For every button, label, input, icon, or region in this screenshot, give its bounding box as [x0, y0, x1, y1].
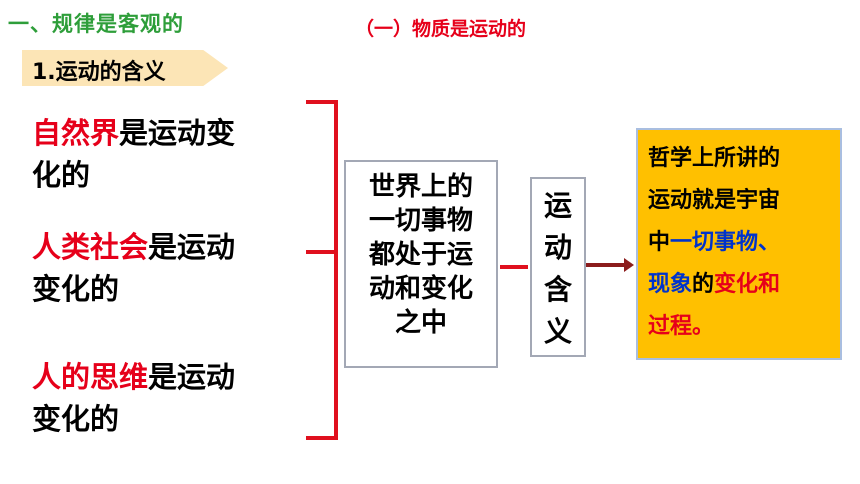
subsection-title: （一）物质是运动的	[355, 18, 527, 40]
left-item-highlight: 人的思维	[32, 360, 149, 394]
definition-highlight-blue: 一切事物、	[670, 230, 781, 255]
left-item-highlight: 人类社会	[32, 230, 149, 264]
definition-text: 的	[692, 272, 715, 297]
definition-line: 哲学上所讲的	[648, 146, 781, 171]
section-title: 一、规律是客观的	[8, 12, 184, 36]
topic-tag: 1.运动的含义	[22, 50, 228, 86]
summary-line: 世界上的	[368, 172, 473, 202]
definition-box: 哲学上所讲的 运动就是宇宙 中一切事物、 现象的变化和 过程。	[636, 128, 842, 360]
summary-line: 动和变化	[368, 274, 473, 304]
summary-line: 都处于运	[368, 240, 473, 270]
left-item-nature: 自然界是运动变 化的	[32, 112, 235, 196]
definition-highlight-blue: 现象	[648, 272, 693, 297]
left-item-text: 是运动变	[119, 116, 236, 150]
left-item-text: 变化的	[32, 402, 120, 436]
summary-line: 之中	[394, 308, 447, 338]
left-item-society: 人类社会是运动 变化的	[32, 226, 235, 310]
definition-highlight-red: 过程。	[648, 314, 715, 339]
concept-box: 运动含义	[530, 177, 586, 357]
arrow-right-icon	[586, 263, 626, 267]
definition-line: 运动就是宇宙	[648, 188, 781, 213]
left-item-text: 是运动	[148, 360, 236, 394]
concept-label: 运动含义	[543, 189, 572, 348]
left-item-highlight: 自然界	[32, 116, 120, 150]
left-item-text: 是运动	[148, 230, 236, 264]
arrow-head-icon	[624, 258, 634, 272]
left-item-text: 变化的	[32, 272, 120, 306]
left-item-text: 化的	[32, 158, 91, 192]
definition-text: 中	[648, 230, 671, 255]
summary-line: 一切事物	[368, 206, 473, 236]
topic-tag-label: 1.运动的含义	[32, 60, 166, 85]
left-item-thinking: 人的思维是运动 变化的	[32, 356, 235, 440]
definition-highlight-red: 变化和	[714, 272, 781, 297]
summary-box: 世界上的 一切事物 都处于运 动和变化 之中	[344, 160, 498, 368]
